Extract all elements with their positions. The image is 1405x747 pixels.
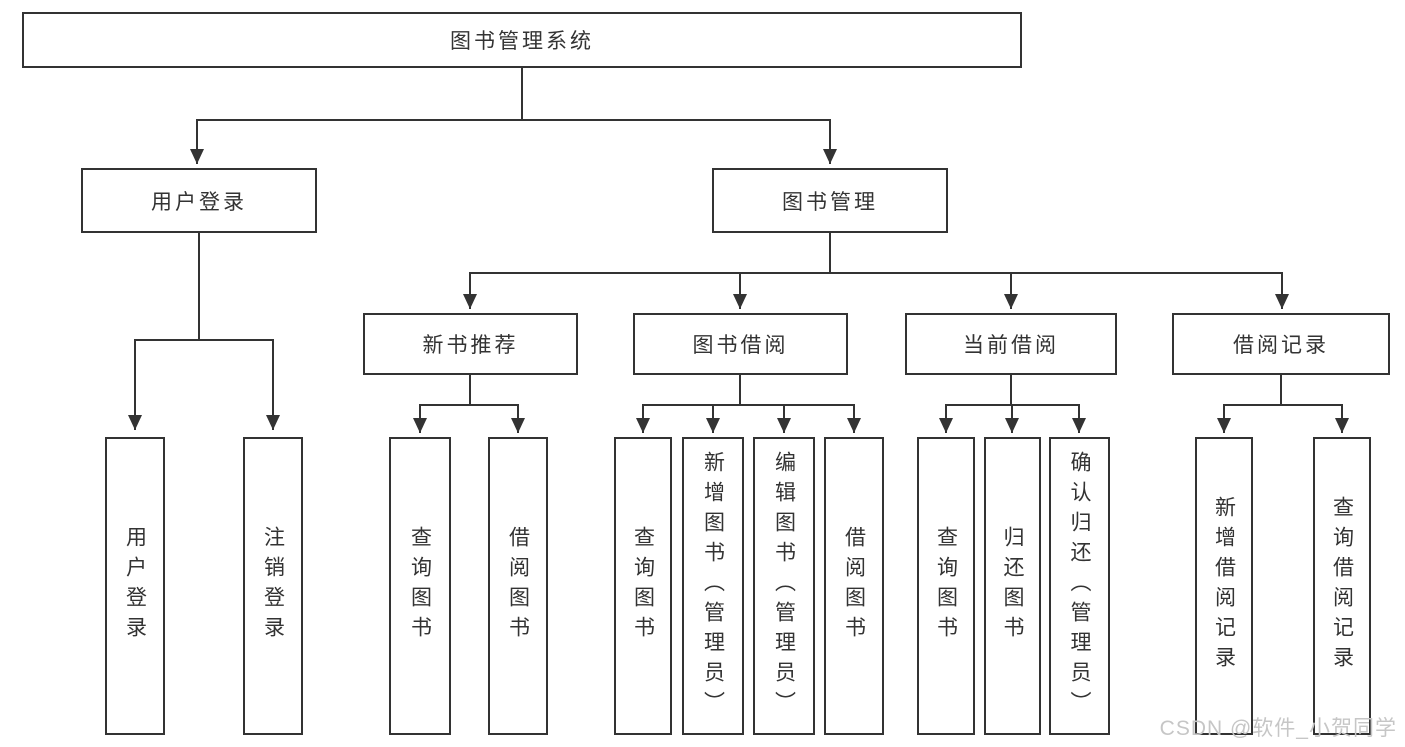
node-edit-books-admin: 编辑图书（管理员）: [753, 437, 815, 735]
node-library-system: 图书管理系统: [22, 12, 1022, 68]
node-borrowing-borrow-books: 借阅图书: [824, 437, 884, 735]
node-current-query-books: 查询图书: [917, 437, 975, 735]
node-borrowing-query-books: 查询图书: [614, 437, 672, 735]
node-borrowing-records: 借阅记录: [1172, 313, 1390, 375]
node-logout: 注销登录: [243, 437, 303, 735]
node-book-management: 图书管理: [712, 168, 948, 233]
node-current-borrowing: 当前借阅: [905, 313, 1117, 375]
node-query-borrow-record: 查询借阅记录: [1313, 437, 1371, 735]
node-confirm-return-admin: 确认归还（管理员）: [1049, 437, 1110, 735]
node-user-login-group: 用户登录: [81, 168, 317, 233]
node-recommend-query-books: 查询图书: [389, 437, 451, 735]
node-user-login: 用户登录: [105, 437, 165, 735]
node-add-borrow-record: 新增借阅记录: [1195, 437, 1253, 735]
node-new-book-recommend: 新书推荐: [363, 313, 578, 375]
node-book-borrowing: 图书借阅: [633, 313, 848, 375]
node-return-books: 归还图书: [984, 437, 1041, 735]
node-recommend-borrow-books: 借阅图书: [488, 437, 548, 735]
node-add-books-admin: 新增图书（管理员）: [682, 437, 744, 735]
